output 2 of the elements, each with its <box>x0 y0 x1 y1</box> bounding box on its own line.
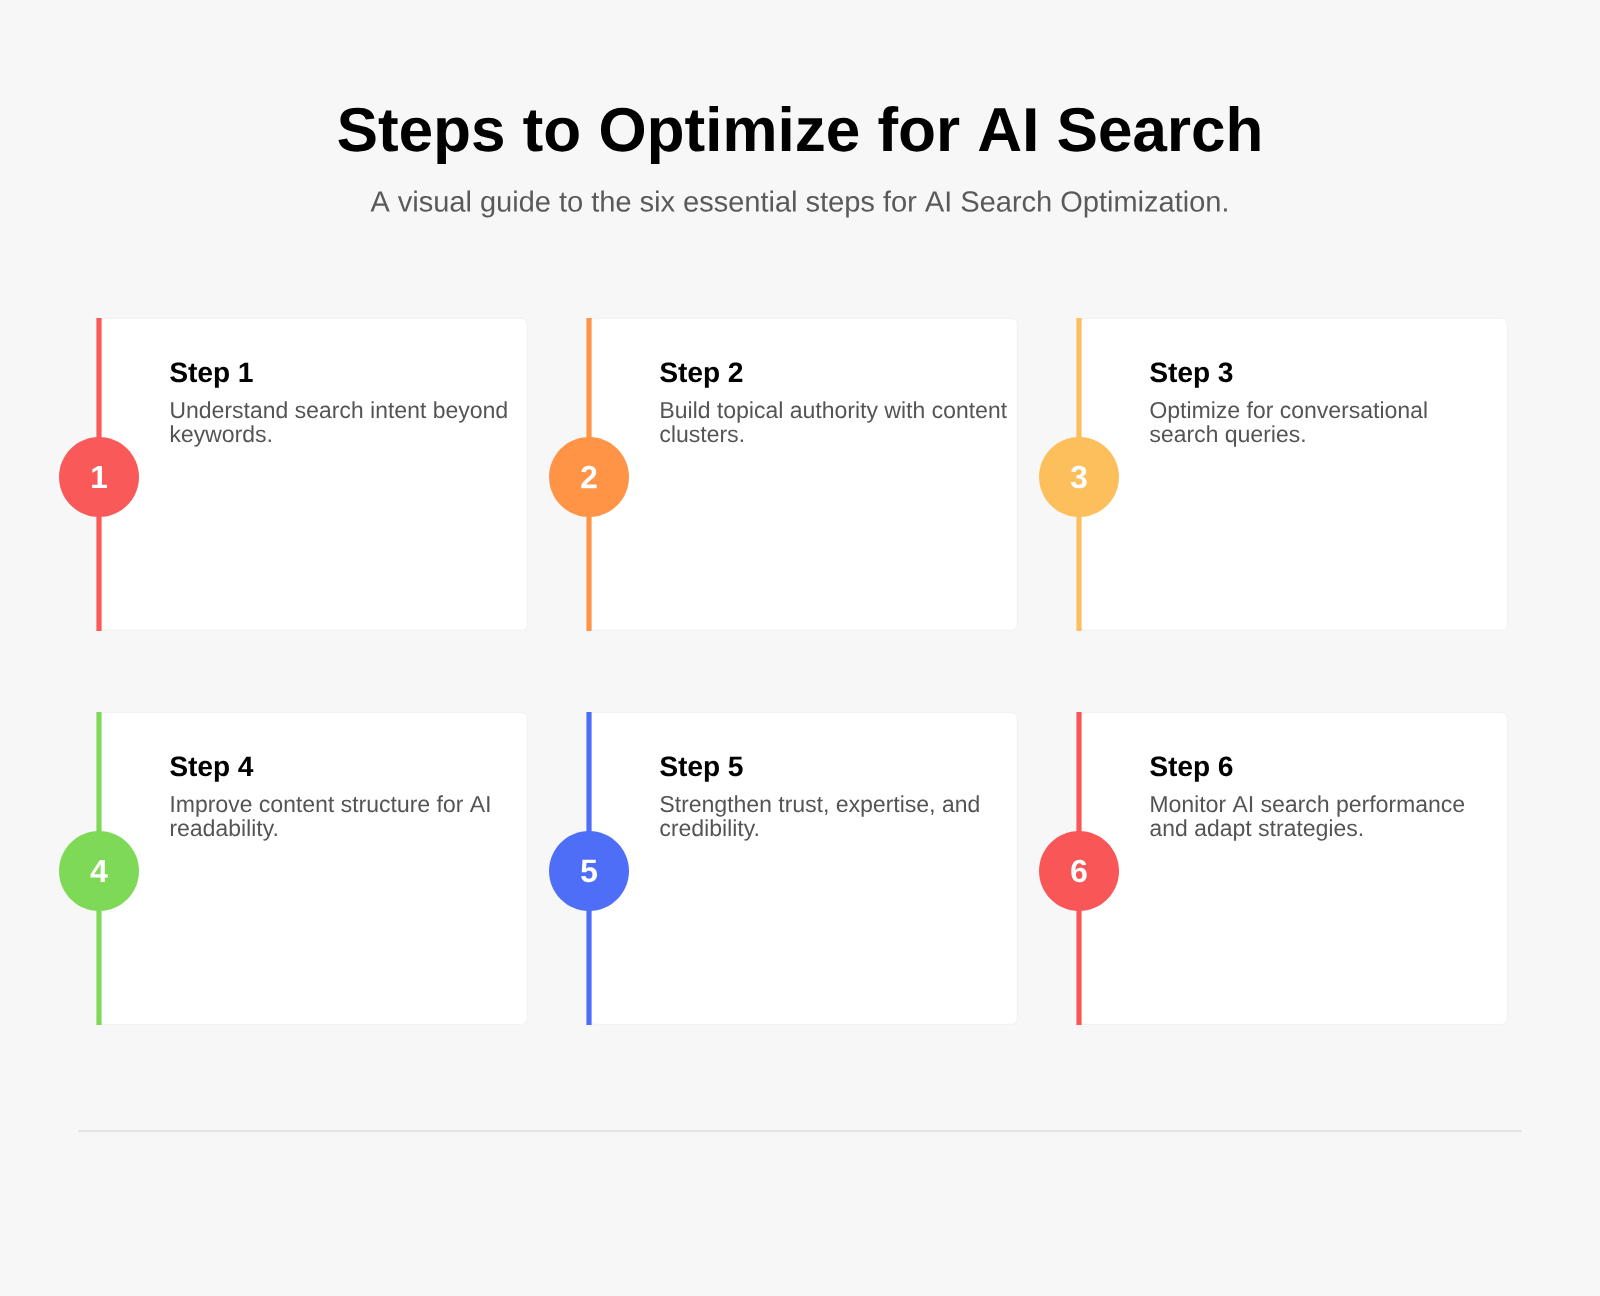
subtitle: A visual guide to the six essential steps for AI Search Optimization. <box>370 190 1227 218</box>
title: Steps to Optimize for AI Search <box>338 106 1260 164</box>
